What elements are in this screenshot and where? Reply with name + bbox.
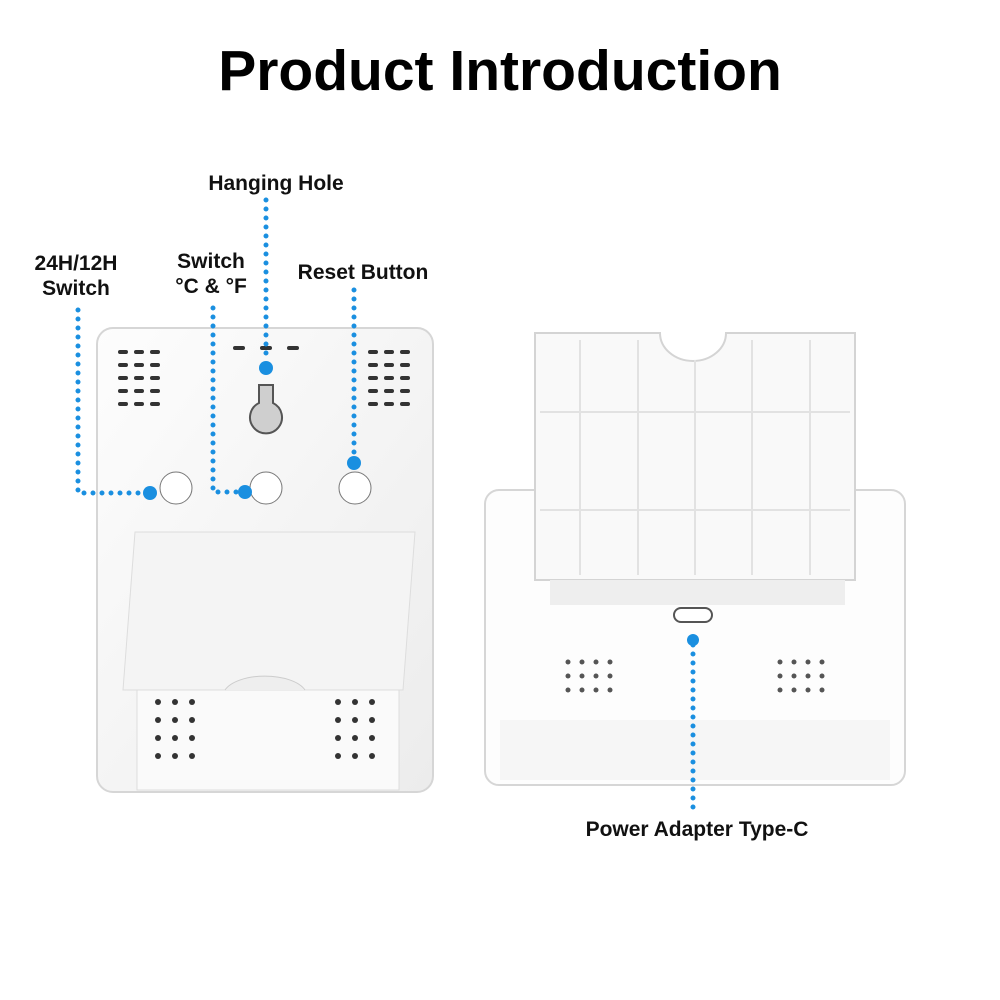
callout-lines (75, 197, 696, 813)
label-temp-switch: Switch °C & °F (175, 249, 247, 299)
hanging-hole-icon (249, 384, 283, 435)
temp-switch-button (249, 471, 283, 505)
label-hour-switch-line1: 24H/12H (34, 252, 118, 275)
label-reset-button: Reset Button (297, 261, 429, 284)
device-stand-view (484, 332, 906, 786)
label-hour-switch: 24H/12H Switch (35, 251, 118, 301)
vent-holes (118, 346, 410, 406)
label-temp-switch-line1: Switch (177, 250, 245, 273)
page-title: Product Introduction (218, 39, 782, 103)
callout-dots (143, 361, 699, 646)
hour-switch-button (159, 471, 193, 505)
label-hanging-hole: Hanging Hole (208, 172, 344, 195)
reset-button (338, 471, 372, 505)
device-back-view (96, 327, 434, 793)
label-temp-switch-line2: °C & °F (175, 275, 247, 298)
label-hour-switch-line2: Switch (42, 277, 110, 300)
label-power-adapter: Power Adapter Type-C (585, 818, 809, 841)
usb-c-port-icon (673, 607, 713, 623)
